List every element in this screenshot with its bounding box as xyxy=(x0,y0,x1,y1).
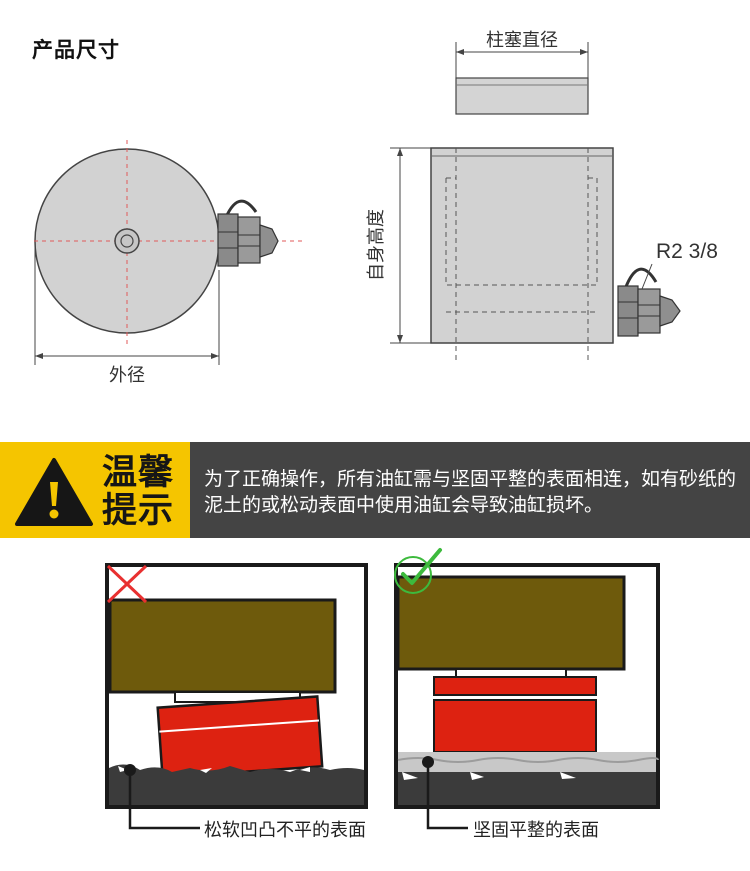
right-callout-line xyxy=(426,762,468,830)
port-thread-label: R2 3/8 xyxy=(656,240,718,263)
right-mark-icon xyxy=(394,548,442,594)
front-view-drawing xyxy=(34,140,305,365)
warning-banner: 温馨 提示 为了正确操作，所有油缸需与坚固平整的表面相连，如有砂纸的泥土的或松动… xyxy=(0,442,750,538)
wrong-surface-panel xyxy=(105,563,368,809)
section-title: 产品尺寸 xyxy=(32,38,120,62)
self-height-label: 自身高度 xyxy=(366,209,387,281)
wrong-callout-line xyxy=(128,770,200,830)
outer-diameter-label: 外径 xyxy=(109,365,145,386)
right-surface-caption: 坚固平整的表面 xyxy=(473,820,599,841)
wrong-mark-icon xyxy=(106,564,148,604)
warning-triangle-icon xyxy=(15,458,93,526)
piston-diameter-label: 柱塞直径 xyxy=(486,30,558,51)
right-surface-panel xyxy=(394,563,660,809)
warning-text: 为了正确操作，所有油缸需与坚固平整的表面相连，如有砂纸的泥土的或松动表面中使用油… xyxy=(204,468,737,516)
warning-badge: 温馨 提示 xyxy=(0,442,190,538)
side-view-drawing xyxy=(390,42,681,360)
dimension-drawings: 外径 柱塞直径 自身高度 R xyxy=(34,30,718,386)
wrong-surface-caption: 松软凹凸不平的表面 xyxy=(204,820,366,841)
warning-title-line2: 提示 xyxy=(102,491,175,531)
warning-title-line1: 温馨 xyxy=(102,453,175,493)
